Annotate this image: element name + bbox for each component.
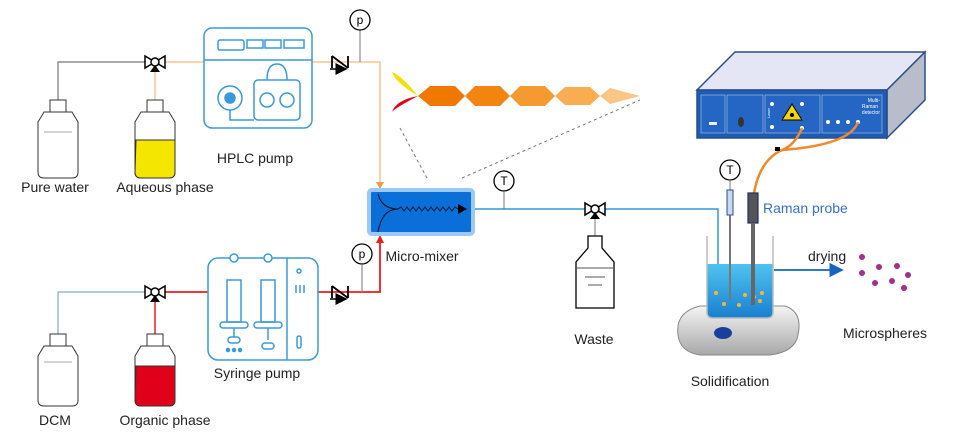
valve-waste[interactable] xyxy=(584,201,606,219)
raman-detector[interactable]: Laser Multi- Raman detector xyxy=(695,50,927,140)
pressure-gauge-label: p xyxy=(359,247,366,261)
label-drying: drying xyxy=(808,248,846,264)
waste-bottle xyxy=(575,219,615,309)
check-valve-aqueous xyxy=(330,55,349,75)
raman-probe xyxy=(747,192,759,305)
pressure-gauge-aqueous: p xyxy=(349,9,371,62)
valve-organic[interactable] xyxy=(144,284,166,302)
label-solidification: Solidification xyxy=(691,373,770,389)
label-micro-mixer: Micro-mixer xyxy=(385,248,458,264)
label-raman-probe: Raman probe xyxy=(763,200,848,216)
detector-label: detector xyxy=(862,110,880,116)
pressure-gauge-organic: p xyxy=(351,243,373,292)
temperature-probe: T xyxy=(719,159,741,300)
label-hplc-pump: HPLC pump xyxy=(217,150,293,166)
label-organic-phase: Organic phase xyxy=(119,412,210,428)
label-waste: Waste xyxy=(574,331,613,347)
label-pure-water: Pure water xyxy=(21,179,89,195)
valve-aqueous[interactable] xyxy=(144,54,166,72)
detector-label: Multi- xyxy=(868,98,881,104)
pressure-gauge-label: p xyxy=(357,13,364,27)
syringe-pump[interactable] xyxy=(207,253,319,361)
label-aqueous-phase: Aqueous phase xyxy=(116,179,214,195)
label-syringe-pump: Syringe pump xyxy=(214,365,301,381)
product-line xyxy=(474,208,719,285)
organic-phase-bottle xyxy=(134,333,176,407)
micro-mixer[interactable] xyxy=(367,188,475,236)
temperature-gauge-label: T xyxy=(500,174,508,188)
dcm-bottle xyxy=(37,333,79,407)
temperature-probe-label: T xyxy=(726,163,734,177)
label-microspheres: Microspheres xyxy=(843,325,927,341)
label-dcm: DCM xyxy=(39,412,71,428)
droplet-illustration xyxy=(392,72,641,181)
temperature-gauge-line: T xyxy=(493,170,515,209)
detector-label: Raman xyxy=(862,104,878,110)
pure-water-bottle xyxy=(37,99,79,179)
hplc-pump[interactable] xyxy=(203,27,313,129)
optical-fiber xyxy=(752,121,860,194)
check-valve-organic xyxy=(330,285,349,305)
microspheres xyxy=(859,254,911,291)
beaker xyxy=(706,236,774,319)
aqueous-phase-bottle xyxy=(134,99,176,179)
laser-label: Laser xyxy=(766,107,771,118)
